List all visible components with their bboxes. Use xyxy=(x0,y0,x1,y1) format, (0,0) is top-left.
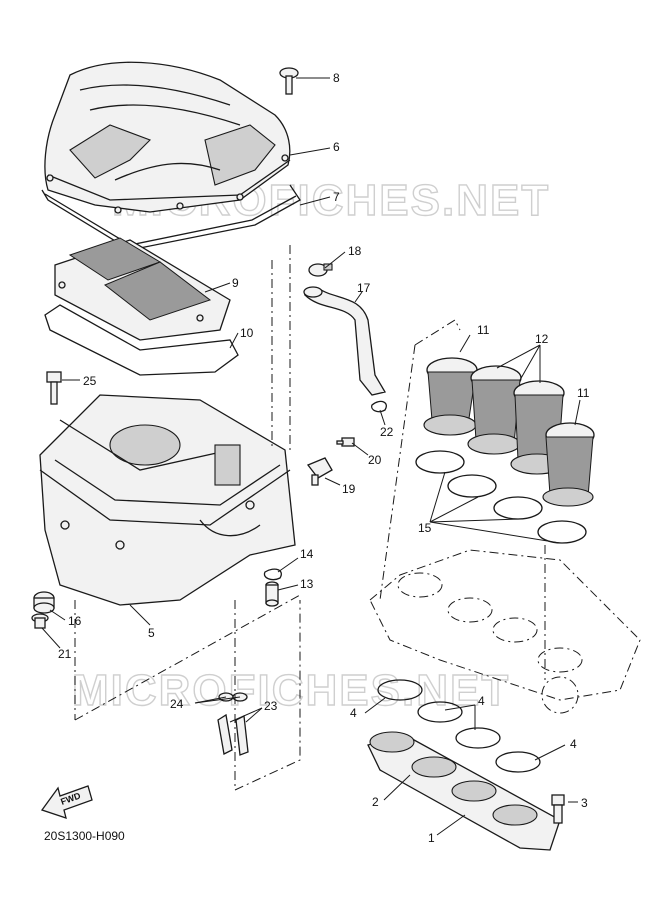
callout-3: 3 xyxy=(581,796,588,810)
callout-labels: 8 6 7 9 10 25 5 18 17 22 20 19 14 13 16 … xyxy=(58,71,590,845)
air-filter-element xyxy=(54,237,231,341)
velocity-stacks xyxy=(423,357,595,507)
clip xyxy=(263,568,282,581)
air-cleaner-cover xyxy=(44,61,291,214)
hose-clamp-top xyxy=(308,263,333,277)
case-bolt xyxy=(46,371,62,405)
callout-17: 17 xyxy=(357,281,371,295)
callout-24: 24 xyxy=(170,697,184,711)
joint-clamps xyxy=(377,679,541,773)
callout-6: 6 xyxy=(333,140,340,154)
callout-18: 18 xyxy=(348,244,362,258)
callout-20: 20 xyxy=(368,453,382,467)
callout-4-left: 4 xyxy=(350,706,357,720)
assembly-lines xyxy=(74,245,546,791)
callout-19: 19 xyxy=(342,482,356,496)
case-grommet xyxy=(33,591,55,614)
intake-joint-assembly xyxy=(367,731,561,851)
cap xyxy=(265,581,279,607)
callout-22: 22 xyxy=(380,425,394,439)
cover-seal xyxy=(41,184,301,251)
callout-14: 14 xyxy=(300,547,314,561)
forward-arrow-icon: FWD xyxy=(40,785,93,819)
callout-8: 8 xyxy=(333,71,340,85)
cover-screw xyxy=(279,67,299,95)
element-gasket xyxy=(44,304,239,376)
diagram-code: 20S1300-H090 xyxy=(44,829,125,843)
drain-hoses xyxy=(217,713,249,756)
callout-4-middle: 4 xyxy=(478,694,485,708)
intake-temp-sensor xyxy=(306,457,333,486)
callout-11-right: 11 xyxy=(577,386,590,400)
callout-12: 12 xyxy=(535,332,549,346)
watermark-bottom: MICROFICHES.NET xyxy=(72,666,510,715)
callout-9: 9 xyxy=(232,276,239,290)
callout-16: 16 xyxy=(68,614,82,628)
breather-hose xyxy=(303,286,387,396)
callout-11-left: 11 xyxy=(477,323,490,337)
drain-plug xyxy=(31,613,49,629)
callout-10: 10 xyxy=(240,326,254,340)
joint-screw xyxy=(551,794,565,824)
callout-15: 15 xyxy=(418,521,432,535)
callout-7: 7 xyxy=(333,190,340,204)
callout-23: 23 xyxy=(264,699,278,713)
callout-13: 13 xyxy=(300,577,314,591)
callout-1: 1 xyxy=(428,831,435,845)
callout-2: 2 xyxy=(372,795,379,809)
callout-21: 21 xyxy=(58,647,72,661)
hose-clip-bottom xyxy=(371,400,387,413)
callout-25: 25 xyxy=(83,374,97,388)
leader-lines xyxy=(41,77,581,836)
throttle-body-ghost xyxy=(369,549,641,714)
sensor-screw xyxy=(336,437,355,447)
air-cleaner-case xyxy=(39,394,296,606)
funnel-clamps xyxy=(415,450,587,544)
callout-5: 5 xyxy=(148,626,155,640)
callout-4-right: 4 xyxy=(570,737,577,751)
